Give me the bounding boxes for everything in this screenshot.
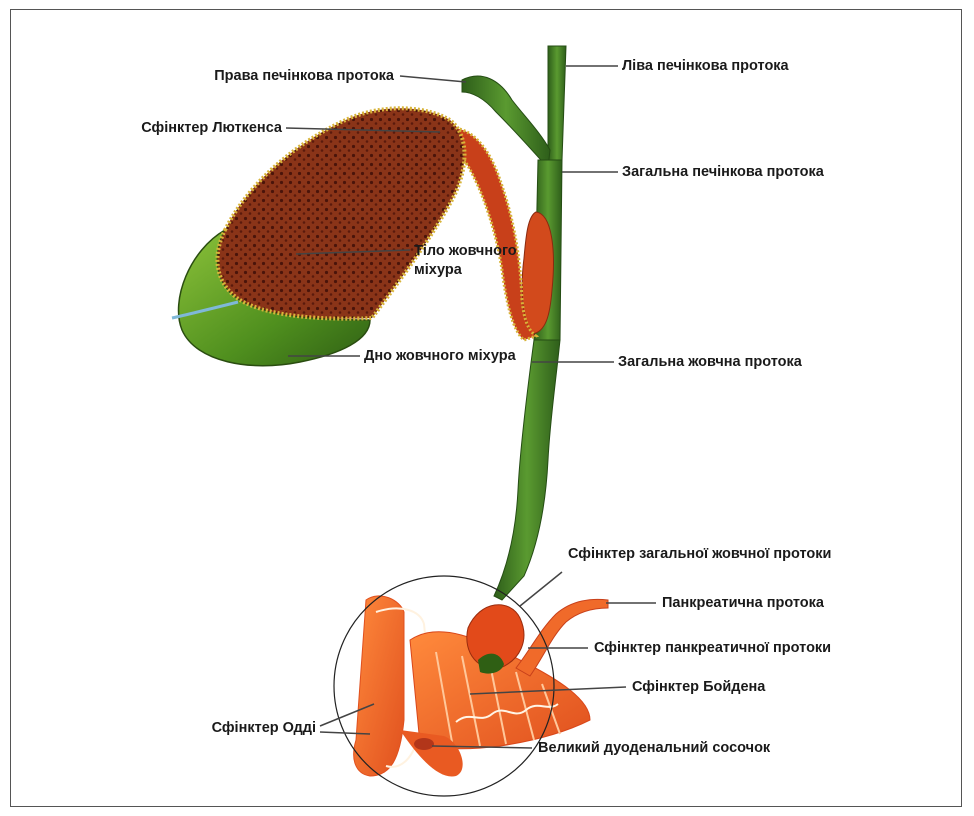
- label-right-hepatic-duct: Права печінкова протока: [172, 67, 394, 85]
- gallbladder-body: [217, 108, 464, 318]
- label-left-hepatic-duct: Ліва печінкова протока: [622, 57, 789, 75]
- label-common-bile-duct: Загальна жовчна протока: [618, 353, 802, 371]
- label-gallbladder-body: Тіло жовчного міхура: [414, 242, 524, 280]
- label-sphincter-common-bile-duct: Сфінктер загальної жовчної протоки: [568, 545, 831, 563]
- pancreatic-duct-shape: [516, 599, 608, 676]
- label-pancreatic-duct: Панкреатична протока: [662, 594, 824, 612]
- label-sphincter-oddi: Сфінктер Одді: [170, 719, 316, 737]
- label-gallbladder-fundus: Дно жовчного міхура: [364, 347, 516, 365]
- label-major-duodenal-papilla: Великий дуоденальний сосочок: [538, 739, 770, 757]
- common-bile-duct: [494, 340, 560, 600]
- label-common-hepatic-duct: Загальна печінкова протока: [622, 163, 824, 181]
- label-sphincter-lutkens: Сфінктер Люткенса: [104, 119, 282, 137]
- label-sphincter-pancreatic-duct: Сфінктер панкреатичної протоки: [594, 639, 831, 657]
- papilla-shape: [414, 738, 434, 750]
- label-sphincter-boyden: Сфінктер Бойдена: [632, 678, 765, 696]
